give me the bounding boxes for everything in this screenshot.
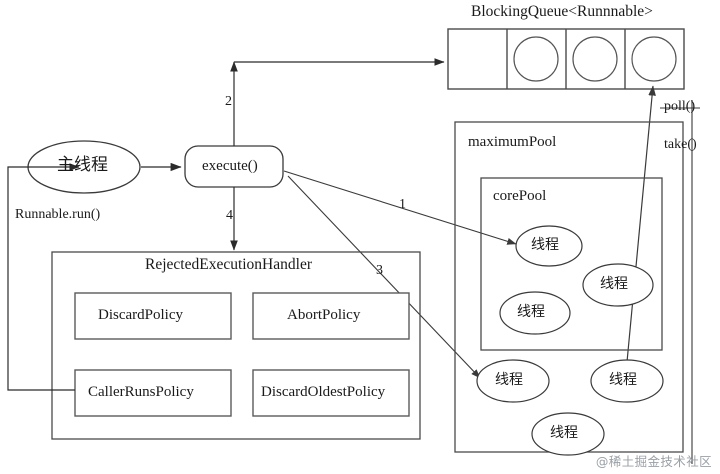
core-thread-ellipse-3: [582, 263, 654, 307]
rejected-handler-box: [51, 251, 421, 440]
arrow-callerruns-feedback-to-mainthread: [7, 163, 80, 391]
arrow-1-to-corepool-thread: [283, 170, 517, 245]
core-pool-box: [480, 177, 663, 351]
queue-task-circle-1: [513, 36, 559, 82]
core-thread-ellipse-2: [499, 291, 571, 335]
arrow-worker-poll-take-from-queue: [626, 85, 656, 363]
extra-thread-ellipse-3: [531, 412, 605, 456]
execute-node-box: [184, 145, 284, 188]
queue-task-circle-2: [572, 36, 618, 82]
arrow-3-to-maximumpool-thread: [287, 175, 481, 379]
queue-task-circle-3: [631, 36, 677, 82]
policy-box-callerruns[interactable]: [74, 369, 232, 417]
extra-thread-ellipse-2: [590, 359, 664, 403]
core-thread-ellipse-1: [515, 225, 583, 267]
policy-box-discard[interactable]: [74, 292, 232, 340]
policy-box-discardoldest[interactable]: [252, 369, 410, 417]
watermark: @稀土掘金技术社区: [595, 454, 712, 469]
policy-box-abort[interactable]: [252, 292, 410, 340]
extra-thread-ellipse-1: [476, 359, 550, 403]
blocking-queue-group: [447, 28, 685, 90]
